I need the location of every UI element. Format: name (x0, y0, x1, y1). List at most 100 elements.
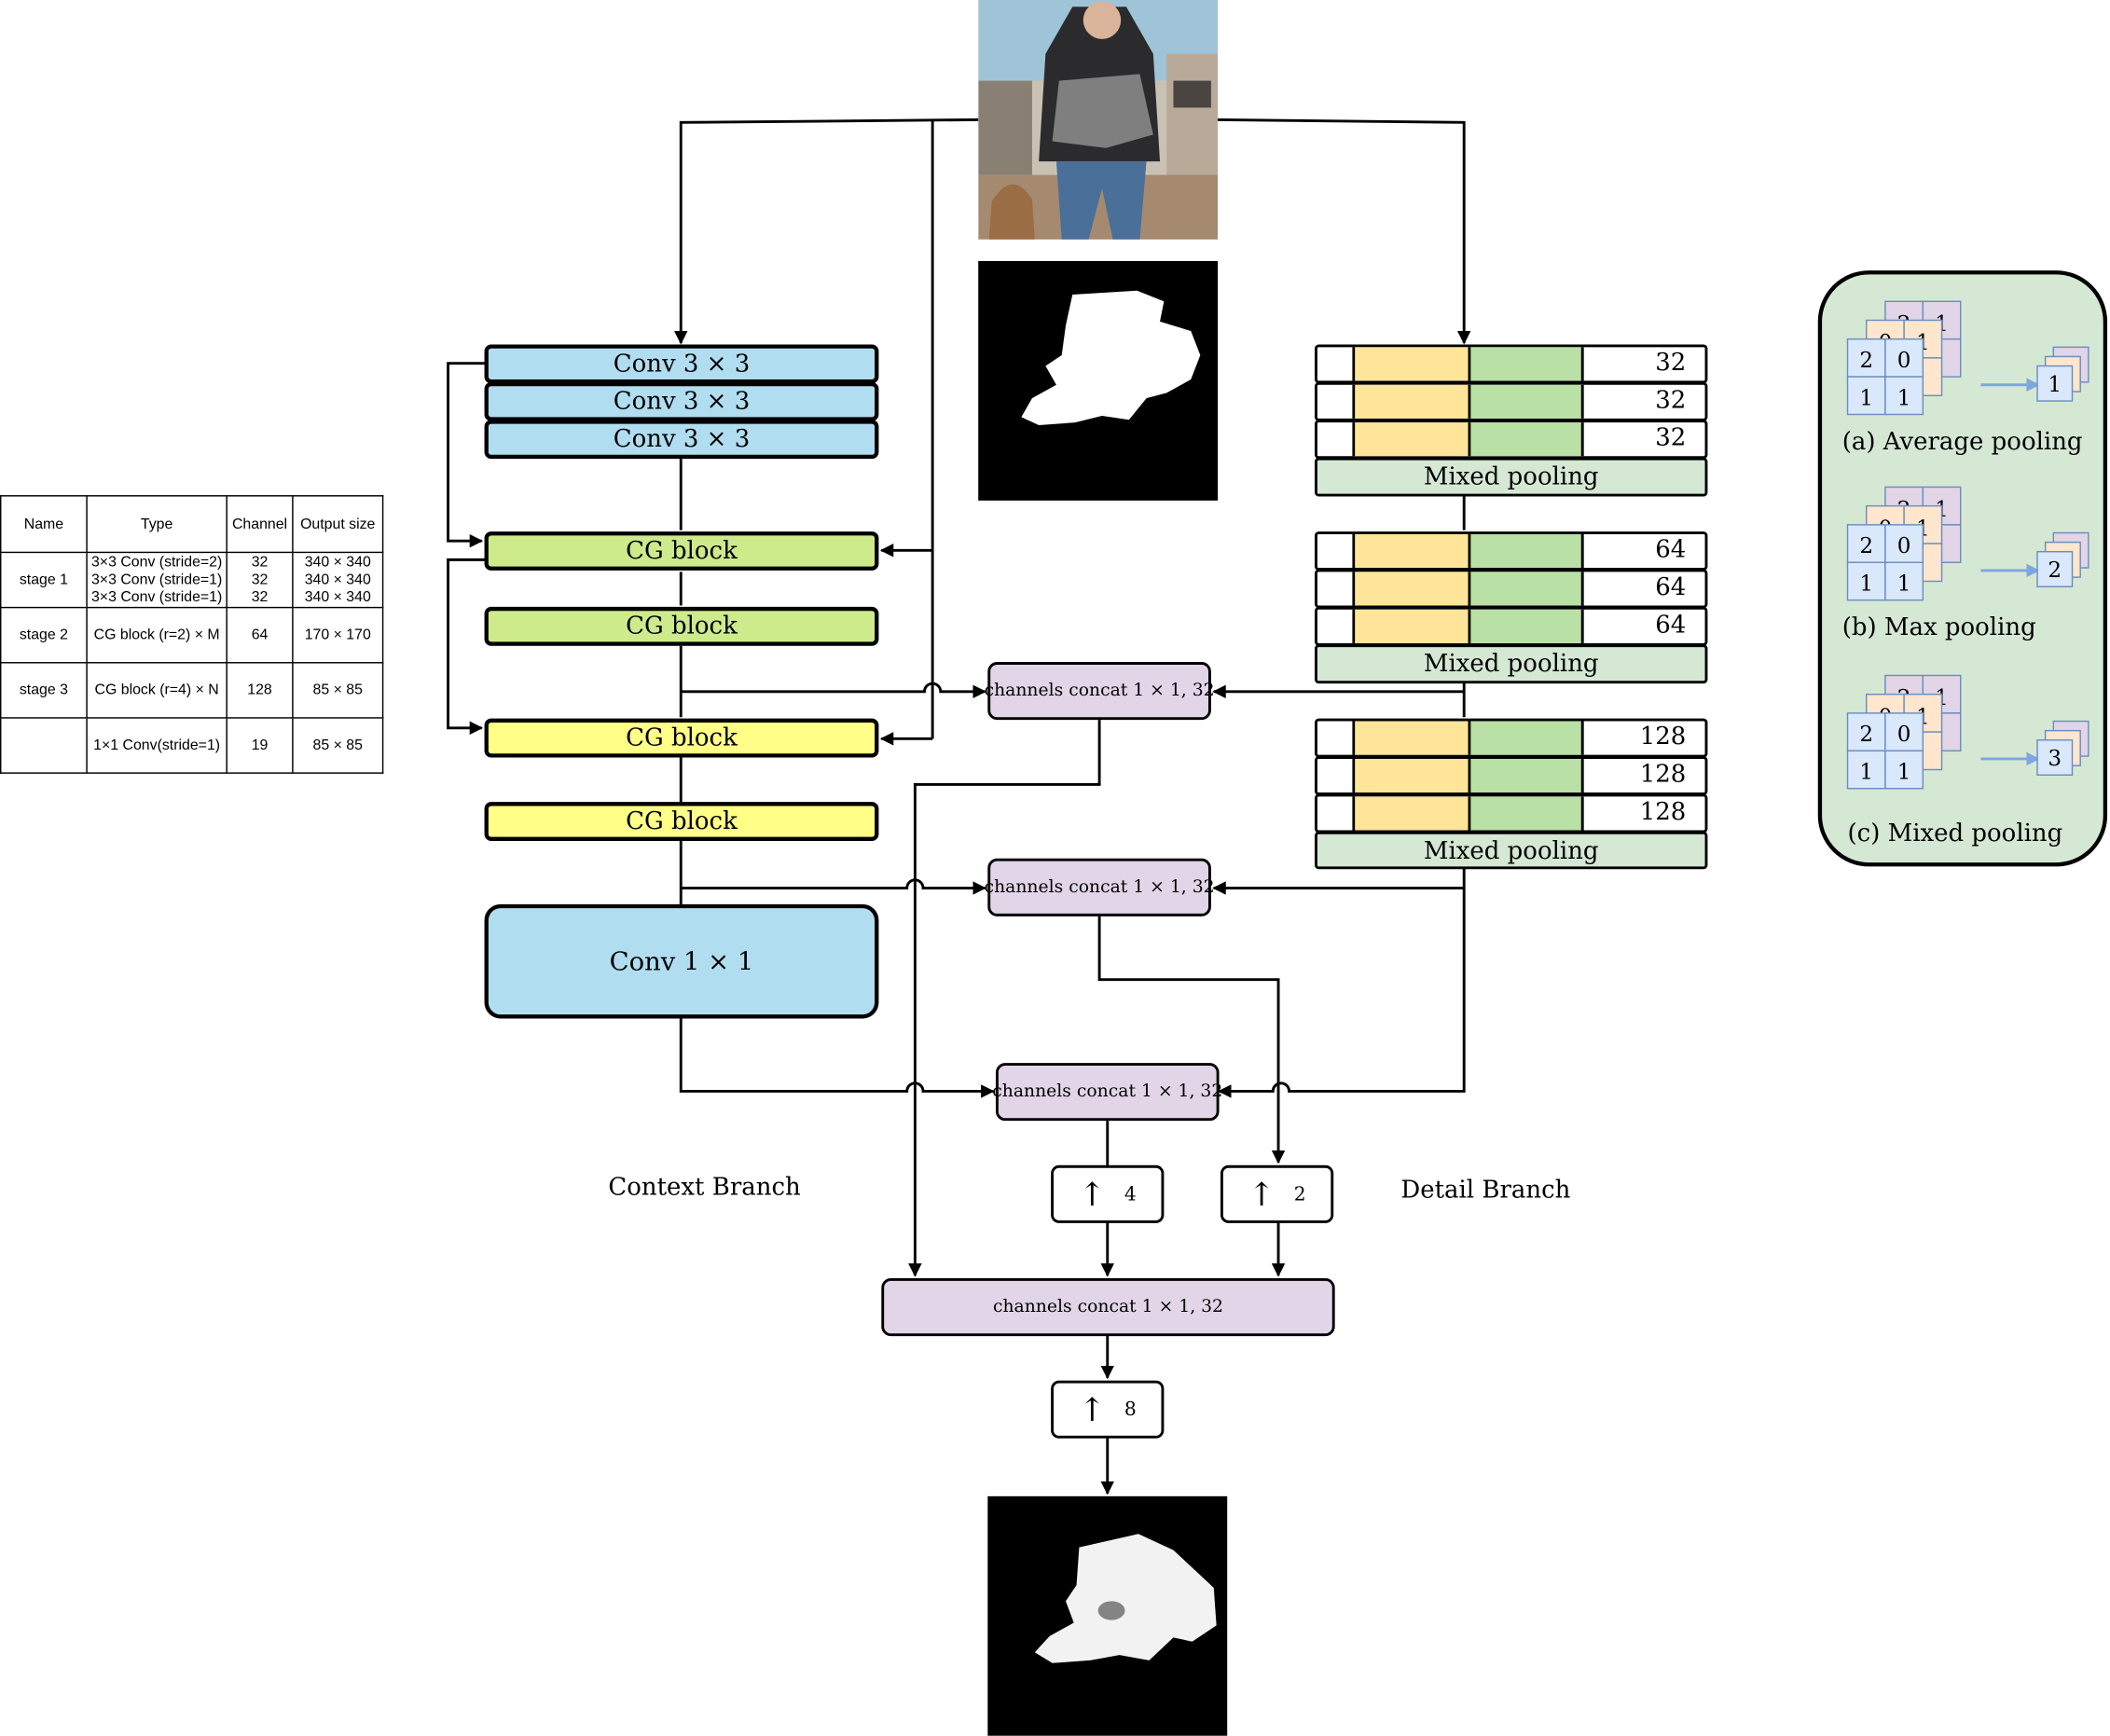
output-mask (987, 1495, 1228, 1736)
result-value: 1 (2048, 373, 2062, 397)
cube-front-value: 1 (1859, 572, 1873, 597)
row-name: stage 1 (0, 551, 88, 609)
upsample-factor: 8 (1124, 1398, 1137, 1421)
result-value: 3 (2048, 747, 2062, 771)
row-channel-line: 32 (251, 553, 269, 571)
cube-front-cell (1846, 338, 1886, 378)
cube-front-cell (1884, 750, 1924, 790)
upsample-factor: 4 (1124, 1183, 1137, 1206)
row-type-line: 3×3 Conv (stride=2) (90, 553, 223, 571)
cg-block-stage2-1: CG block (484, 531, 879, 571)
legend-caption-max: (b) Max pooling (1841, 613, 2036, 642)
detail-row: 64 (1315, 606, 1708, 646)
upsample-factor: 2 (1293, 1183, 1306, 1206)
cube-front-cell (1846, 376, 1886, 416)
cube-front-value: 1 (1897, 386, 1911, 410)
channel-count: 128 (1639, 760, 1687, 789)
upsample-x2: ↑2 (1220, 1164, 1334, 1223)
row-channel: 32 32 32 (226, 551, 294, 609)
channel-count: 64 (1655, 572, 1687, 602)
row-channel: 19 (226, 717, 294, 774)
legend-caption-mixed: (c) Mixed pooling (1847, 819, 2063, 848)
row-channel-line: 32 (251, 571, 269, 587)
channels-concat-1: channels concat 1 × 1, 32 (985, 662, 1215, 721)
conv3x3-block-2: Conv 3 × 3 (484, 381, 879, 421)
cube-front-value: 0 (1897, 349, 1911, 373)
row-size: 85 × 85 (292, 717, 384, 774)
table-row: stage 2 CG block (r=2) × M 64 170 × 170 (0, 606, 384, 664)
row-name: stage 2 (0, 606, 88, 664)
architecture-table: Name Type Channel Output size stage 1 3×… (0, 495, 384, 774)
conv3x3-block-3: Conv 3 × 3 (484, 420, 879, 460)
result-value: 2 (2048, 558, 2062, 583)
row-type-line: 3×3 Conv (stride=1) (90, 588, 223, 605)
table-row: stage 1 3×3 Conv (stride=2) 3×3 Conv (st… (0, 551, 384, 609)
result-front-cell (2036, 550, 2074, 587)
cube-front-value: 0 (1897, 723, 1911, 747)
row-type: 1×1 Conv(stride=1) (86, 717, 228, 774)
detail-row: 32 (1315, 420, 1708, 460)
row-size: 85 × 85 (292, 662, 384, 719)
channel-count: 32 (1655, 348, 1687, 378)
cube-front-cell (1884, 376, 1924, 416)
row-type: 3×3 Conv (stride=2) 3×3 Conv (stride=1) … (86, 551, 228, 609)
cube-front-cell (1846, 524, 1886, 563)
cube-front-value: 1 (1897, 572, 1911, 597)
cg-block-stage3-1: CG block (484, 718, 879, 758)
channel-count: 128 (1639, 722, 1687, 751)
row-size-line: 340 × 340 (304, 588, 371, 605)
channels-concat-3: channels concat 1 × 1, 32 (992, 1063, 1222, 1122)
pooling-legend-graphics: 210120112112101201122221012011543 (1846, 300, 2089, 790)
mixed-pooling-block: Mixed pooling (1315, 831, 1708, 870)
mixed-pooling-block: Mixed pooling (1315, 457, 1708, 497)
cube-front-value: 1 (1859, 761, 1873, 785)
pooling-arrow-head (2026, 751, 2040, 766)
pooling-arrow-head (2026, 378, 2040, 392)
detail-branch-label: Detail Branch (1400, 1176, 1571, 1205)
detail-row: 128 (1315, 793, 1708, 834)
header-name: Name (0, 495, 88, 554)
result-front-cell (2036, 365, 2074, 402)
conv1x1-block: Conv 1 × 1 (484, 903, 879, 1019)
conv3x3-block-1: Conv 3 × 3 (484, 344, 879, 384)
up-arrow-icon: ↑ (1078, 1175, 1106, 1214)
channel-count: 32 (1655, 386, 1687, 415)
table-row: 1×1 Conv(stride=1) 19 85 × 85 (0, 717, 384, 774)
channel-count: 128 (1639, 797, 1687, 827)
detail-row: 32 (1315, 381, 1708, 421)
cube-front-cell (1846, 750, 1886, 790)
up-arrow-icon: ↑ (1248, 1175, 1276, 1214)
detail-row: 64 (1315, 569, 1708, 609)
channels-concat-2: channels concat 1 × 1, 32 (985, 858, 1215, 916)
cube-front-cell (1884, 338, 1924, 378)
cube-front-value: 0 (1897, 534, 1911, 558)
cube-front-cell (1884, 524, 1924, 563)
channel-count: 32 (1655, 423, 1687, 452)
up-arrow-icon: ↑ (1078, 1390, 1106, 1428)
channel-count: 64 (1655, 611, 1687, 640)
channels-concat-final: channels concat 1 × 1, 32 (881, 1278, 1335, 1337)
cg-block-stage3-2: CG block (484, 802, 879, 841)
cube-front-value: 2 (1859, 534, 1873, 558)
ground-truth-mask (978, 260, 1219, 501)
cube-front-value: 1 (1897, 761, 1911, 785)
cube-front-value: 2 (1859, 723, 1873, 747)
row-channel: 64 (226, 606, 294, 664)
header-type: Type (86, 495, 228, 554)
header-output-size: Output size (292, 495, 384, 554)
row-size-line: 340 × 340 (304, 571, 371, 587)
cg-block-stage2-2: CG block (484, 606, 879, 646)
table-header-row: Name Type Channel Output size (0, 495, 384, 554)
cube-front-value: 1 (1859, 386, 1873, 410)
result-front-cell (2036, 739, 2074, 777)
detail-row: 128 (1315, 756, 1708, 795)
cube-front-value: 2 (1859, 349, 1873, 373)
detail-row: 64 (1315, 531, 1708, 571)
pooling-legend: 210120112112101201122221012011543 (1817, 270, 2108, 867)
legend-caption-average: (a) Average pooling (1841, 427, 2083, 457)
mixed-pooling-block: Mixed pooling (1315, 644, 1708, 684)
pooling-arrow-head (2026, 563, 2040, 578)
input-photo (978, 0, 1219, 240)
detail-row: 32 (1315, 344, 1708, 384)
row-size-line: 340 × 340 (304, 553, 371, 571)
